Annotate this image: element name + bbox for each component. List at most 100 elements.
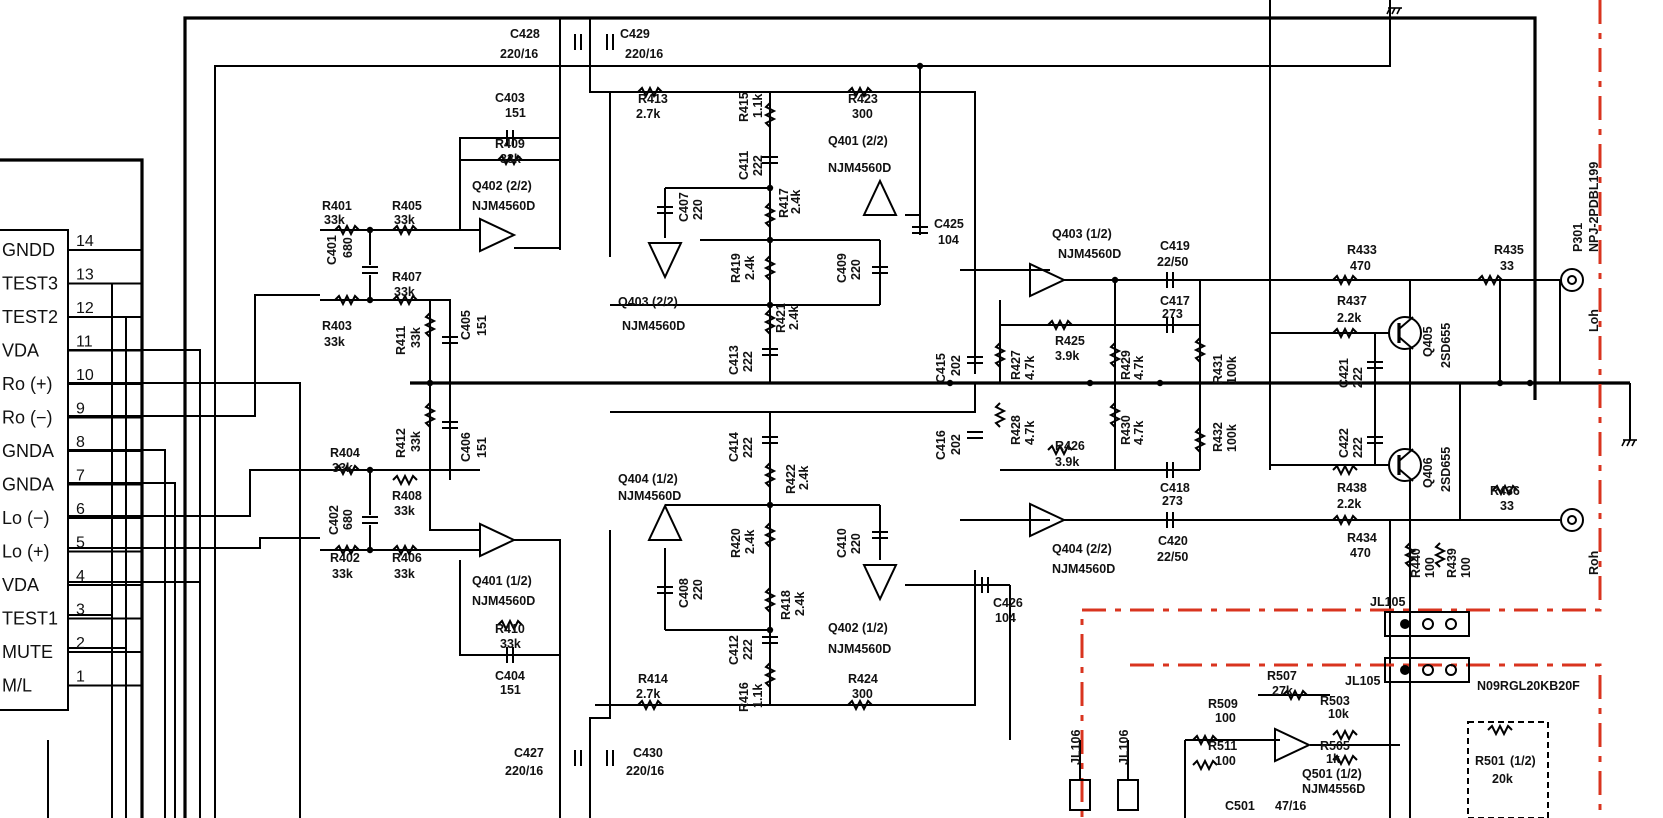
label-r420: R420 bbox=[729, 528, 743, 558]
resistor-r413 bbox=[637, 85, 663, 99]
label-r435: R435 bbox=[1494, 243, 1524, 257]
jumper-pin bbox=[1445, 664, 1457, 676]
label-r417: R417 bbox=[777, 188, 791, 218]
label-r432v: 100k bbox=[1225, 424, 1239, 452]
connector-pin-name: Lo (+) bbox=[2, 542, 50, 562]
label-c406: C406 bbox=[459, 432, 473, 462]
connector-pin-name: MUTE bbox=[2, 642, 53, 662]
label-c413: C413 bbox=[727, 345, 741, 375]
label-q501: Q501 (1/2) bbox=[1302, 767, 1362, 781]
label-r507v: 27k bbox=[1272, 684, 1293, 698]
label-r415: R415 bbox=[737, 92, 751, 122]
label-c417v: 273 bbox=[1162, 307, 1183, 321]
resistor-r424 bbox=[847, 698, 873, 712]
connector-pin-name: M/L bbox=[2, 676, 32, 696]
label-c405: C405 bbox=[459, 310, 473, 340]
label-r415v: 1.1k bbox=[751, 94, 765, 118]
jack-loh bbox=[1567, 275, 1577, 285]
label-r423: R423 bbox=[848, 92, 878, 106]
connector-pin-number: 6 bbox=[76, 501, 85, 518]
resistor-r408 bbox=[392, 473, 418, 487]
label-r429v: 4.7k bbox=[1132, 356, 1146, 380]
label-c412v: 222 bbox=[741, 639, 755, 660]
resistor-r430 bbox=[1108, 402, 1122, 428]
connector-pin-number: 2 bbox=[76, 635, 85, 652]
label-r431v: 100k bbox=[1225, 356, 1239, 384]
resistor-r410 bbox=[497, 618, 523, 632]
jack-roh bbox=[1560, 508, 1584, 532]
resistor-r420 bbox=[763, 522, 777, 548]
opamp-q404a bbox=[647, 503, 683, 541]
resistor-r409 bbox=[497, 153, 523, 167]
connector-pin-name: Ro (−) bbox=[2, 408, 53, 428]
wire bbox=[595, 570, 976, 706]
label-c404v: 151 bbox=[500, 683, 521, 697]
label-c420v: 22/50 bbox=[1157, 550, 1188, 564]
label-c426v: 104 bbox=[995, 611, 1016, 625]
label-r405: R405 bbox=[392, 199, 422, 213]
label-r428v: 4.7k bbox=[1023, 421, 1037, 445]
label-q405: Q405 bbox=[1421, 326, 1435, 357]
connector-pin-name: GNDA bbox=[2, 441, 54, 461]
resistor-r411 bbox=[423, 312, 437, 338]
transistor-q406 bbox=[1388, 448, 1422, 482]
resistor-r432 bbox=[1193, 427, 1207, 453]
wire bbox=[589, 530, 611, 818]
label-r427v: 4.7k bbox=[1023, 356, 1037, 380]
wire bbox=[68, 482, 176, 818]
label-c501v: 47/16 bbox=[1275, 799, 1306, 813]
label-r402: R402 bbox=[330, 551, 360, 565]
label-r403v: 33k bbox=[324, 335, 345, 349]
label-r406: R406 bbox=[392, 551, 422, 565]
label-c411: C411 bbox=[737, 151, 751, 180]
connector-frame bbox=[0, 158, 144, 252]
resistor-r437 bbox=[1332, 326, 1358, 340]
label-r437v: 2.2k bbox=[1337, 311, 1361, 325]
connector-pin-name: VDA bbox=[2, 575, 39, 595]
label-r436: R436 bbox=[1490, 484, 1520, 498]
resistor-r507 bbox=[1282, 688, 1308, 702]
label-c415v: 202 bbox=[949, 355, 963, 376]
supply-rail bbox=[183, 16, 1537, 818]
label-c414: C414 bbox=[727, 432, 741, 462]
label-r419v: 2.4k bbox=[743, 256, 757, 280]
resistor-r407 bbox=[392, 293, 418, 307]
ground-symbol bbox=[1626, 439, 1631, 447]
ground-symbol bbox=[1396, 7, 1401, 15]
wire bbox=[68, 349, 201, 818]
label-r418v: 2.4k bbox=[793, 592, 807, 616]
trim-pot-box bbox=[1467, 721, 1549, 818]
label-r404v: 33k bbox=[332, 461, 353, 475]
label-r503v: 10k bbox=[1328, 707, 1349, 721]
label-p301: P301 bbox=[1571, 223, 1585, 252]
resistor-r435 bbox=[1477, 273, 1503, 287]
label-p301p: NPJ-2PDBL199 bbox=[1587, 162, 1601, 252]
connector-pin-name: GNDA bbox=[2, 475, 54, 495]
label-ic401b: NJM4560D bbox=[828, 161, 891, 175]
opamp-q403a bbox=[1029, 262, 1067, 298]
label-r426: R426 bbox=[1055, 439, 1085, 453]
opamp-q403b bbox=[647, 242, 683, 280]
rail-2 bbox=[214, 0, 1391, 818]
opamp-q402b bbox=[479, 217, 517, 253]
label-r505v: 1k bbox=[1326, 752, 1340, 766]
boundary-line bbox=[1130, 663, 1602, 818]
label-c403v: 151 bbox=[505, 106, 526, 120]
ground-symbol bbox=[1386, 7, 1391, 15]
label-r434v: 470 bbox=[1350, 546, 1371, 560]
connector-pin-number: 1 bbox=[76, 669, 85, 686]
ground-symbol bbox=[1621, 439, 1626, 447]
label-r407: R407 bbox=[392, 270, 422, 284]
resistor-r439 bbox=[1433, 542, 1447, 568]
label-r414: R414 bbox=[638, 672, 668, 686]
connector-pin-number: 3 bbox=[76, 602, 85, 619]
label-q404a: Q404 (1/2) bbox=[618, 472, 678, 486]
resistor-r433 bbox=[1332, 273, 1358, 287]
label-c405v: 151 bbox=[475, 315, 489, 336]
label-ic403a: NJM4560D bbox=[1058, 247, 1121, 261]
wire bbox=[68, 449, 166, 818]
label-c413v: 222 bbox=[741, 351, 755, 372]
label-c403: C403 bbox=[495, 91, 525, 105]
label-c415: C415 bbox=[934, 353, 948, 383]
wire bbox=[610, 383, 976, 413]
